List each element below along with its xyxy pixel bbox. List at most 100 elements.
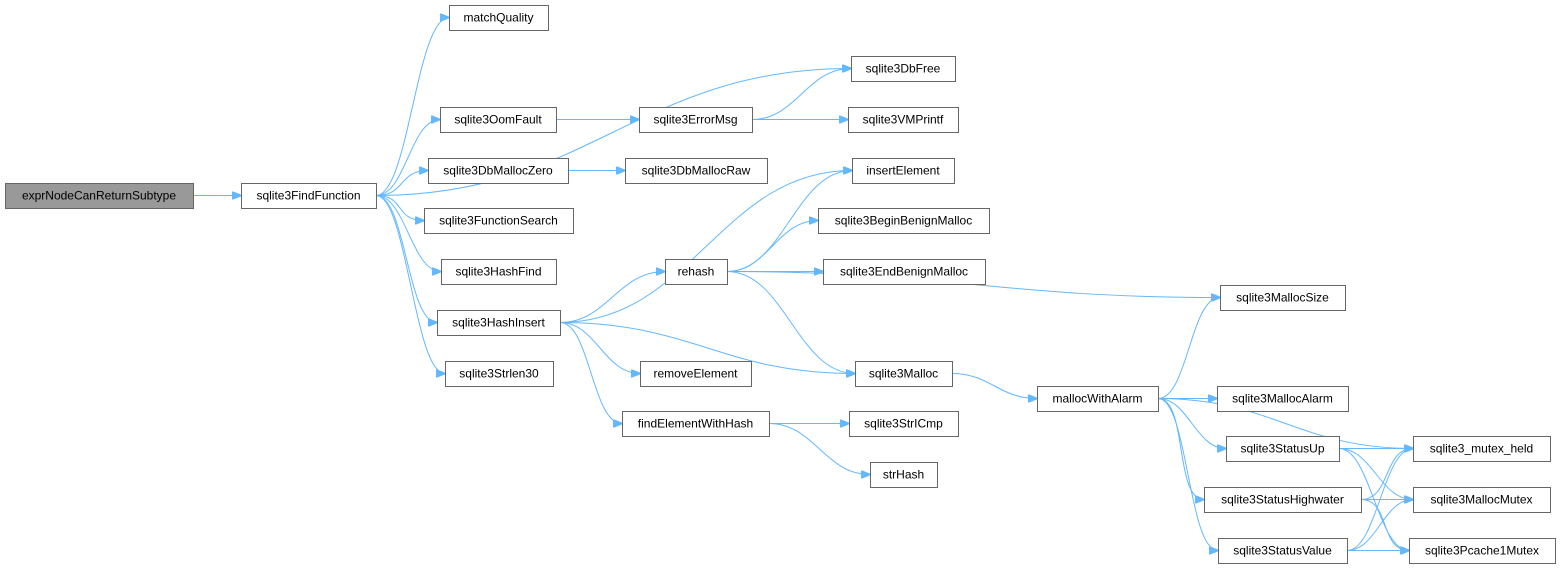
node-box [1204,487,1362,513]
node-sqlite3-db-free[interactable]: sqlite3DbFree [851,56,956,82]
edge-sqlite3-malloc-to-malloc-with-alarm [951,373,1037,399]
node-box [1226,436,1340,462]
node-label: sqlite3FunctionSearch [439,214,558,228]
node-sqlite3-mutex-held[interactable]: sqlite3_mutex_held [1413,436,1551,462]
edge-sqlite3-hash-insert-to-remove-element [559,322,640,374]
edge-sqlite3-status-value-to-sqlite3-malloc-mutex [1346,500,1413,551]
node-sqlite3-vmprintf[interactable]: sqlite3VMPrintf [848,107,959,133]
node-label: sqlite3EndBenignMalloc [840,265,968,279]
node-sqlite3-db-malloc-zero[interactable]: sqlite3DbMallocZero [428,158,569,184]
node-box [1218,538,1348,564]
node-label: sqlite3Malloc [869,367,938,381]
node-box [5,183,194,209]
edge-sqlite3-hash-insert-to-sqlite3-malloc [559,322,855,374]
edge-sqlite3-status-value-to-sqlite3-mutex-held [1346,449,1413,551]
node-label: exprNodeCanReturnSubtype [22,189,176,203]
node-sqlite3-status-up[interactable]: sqlite3StatusUp [1226,436,1340,462]
node-label: sqlite3Strlen30 [459,367,539,381]
edge-sqlite3-find-function-to-sqlite3-db-malloc-zero [375,171,428,196]
node-label: removeElement [653,367,738,381]
node-box [640,361,752,387]
edge-sqlite3-hash-insert-to-insert-element [559,171,852,323]
node-sqlite3-pcache1-mutex[interactable]: sqlite3Pcache1Mutex [1409,538,1556,564]
node-label: sqlite3_mutex_held [1430,442,1533,456]
node-label: sqlite3MallocAlarm [1232,392,1333,406]
edge-sqlite3-find-function-to-sqlite3-oom-fault [375,120,440,196]
edge-sqlite3-find-function-to-sqlite3-strlen30 [375,195,445,374]
node-find-element-with-hash[interactable]: findElementWithHash [622,411,770,437]
node-sqlite3-malloc[interactable]: sqlite3Malloc [855,361,953,387]
node-box [241,183,377,209]
node-label: sqlite3DbFree [866,62,941,76]
node-box [428,158,569,184]
node-sqlite3-strlen30[interactable]: sqlite3Strlen30 [445,361,554,387]
node-label: rehash [678,265,715,279]
node-label: sqlite3Pcache1Mutex [1425,544,1539,558]
node-box [639,107,753,133]
node-sqlite3-db-malloc-raw[interactable]: sqlite3DbMallocRaw [625,158,768,184]
node-sqlite3-malloc-mutex[interactable]: sqlite3MallocMutex [1413,487,1551,513]
node-sqlite3-find-function[interactable]: sqlite3FindFunction [241,183,377,209]
node-label: sqlite3HashFind [455,265,541,279]
node-sqlite3-hash-find[interactable]: sqlite3HashFind [441,259,557,285]
edge-rehash-to-sqlite3-begin-benign-malloc [726,221,818,272]
edges-layer [193,18,1413,551]
edge-sqlite3-hash-insert-to-rehash [559,272,665,323]
node-expr-node-can-return-subtype[interactable]: exprNodeCanReturnSubtype [5,183,194,209]
node-sqlite3-hash-insert[interactable]: sqlite3HashInsert [437,310,561,336]
edge-rehash-to-sqlite3-malloc [726,271,855,374]
node-sqlite3-str-icmp[interactable]: sqlite3StrICmp [849,411,959,437]
edge-sqlite3-find-function-to-sqlite3-db-free [375,69,851,196]
node-insert-element[interactable]: insertElement [852,158,955,184]
edge-sqlite3-error-msg-to-sqlite3-db-free [751,69,851,120]
node-box [1413,436,1551,462]
node-sqlite3-status-highwater[interactable]: sqlite3StatusHighwater [1204,487,1362,513]
node-label: sqlite3StatusHighwater [1221,493,1344,507]
node-label: sqlite3StatusUp [1240,442,1324,456]
edge-malloc-with-alarm-to-sqlite3-mutex-held [1157,398,1413,449]
node-label: sqlite3StatusValue [1233,544,1332,558]
node-box [1409,538,1556,564]
edge-sqlite3-find-function-to-sqlite3-hash-find [375,195,441,272]
node-box [870,462,938,488]
node-sqlite3-end-benign-malloc[interactable]: sqlite3EndBenignMalloc [823,259,986,285]
node-label: sqlite3HashInsert [452,316,545,330]
node-str-hash[interactable]: strHash [870,462,938,488]
node-box [849,411,959,437]
node-sqlite3-error-msg[interactable]: sqlite3ErrorMsg [639,107,753,133]
node-box [851,56,956,82]
node-sqlite3-status-value[interactable]: sqlite3StatusValue [1218,538,1348,564]
node-box [445,361,554,387]
edge-sqlite3-status-highwater-to-sqlite3-pcache1-mutex [1360,499,1409,551]
node-sqlite3-begin-benign-malloc[interactable]: sqlite3BeginBenignMalloc [818,208,990,234]
node-label: sqlite3DbMallocZero [443,164,553,178]
node-malloc-with-alarm[interactable]: mallocWithAlarm [1037,386,1159,412]
node-box [852,158,955,184]
node-sqlite3-oom-fault[interactable]: sqlite3OomFault [440,107,557,133]
node-box [1217,386,1349,412]
node-sqlite3-function-search[interactable]: sqlite3FunctionSearch [424,208,574,234]
edge-sqlite3-find-function-to-match-quality [375,18,449,196]
edge-sqlite3-hash-insert-to-find-element-with-hash [559,322,622,424]
node-box [424,208,574,234]
node-label: findElementWithHash [638,417,753,431]
edge-malloc-with-alarm-to-sqlite3-status-highwater [1157,398,1204,500]
node-match-quality[interactable]: matchQuality [449,5,549,31]
node-label: sqlite3VMPrintf [863,113,944,127]
node-label: matchQuality [463,11,533,25]
edge-sqlite3-find-function-to-sqlite3-function-search [375,195,424,221]
node-box [441,259,557,285]
node-box [1413,487,1551,513]
node-label: sqlite3MallocMutex [1430,493,1532,507]
node-rehash[interactable]: rehash [665,259,728,285]
edge-find-element-with-hash-to-str-hash [768,423,870,475]
node-box [437,310,561,336]
node-box [622,411,770,437]
node-sqlite3-malloc-size[interactable]: sqlite3MallocSize [1220,285,1346,311]
node-box [625,158,768,184]
edge-sqlite3-status-highwater-to-sqlite3-mutex-held [1360,449,1413,500]
node-sqlite3-malloc-alarm[interactable]: sqlite3MallocAlarm [1217,386,1349,412]
node-remove-element[interactable]: removeElement [640,361,752,387]
node-label: sqlite3OomFault [454,113,542,127]
